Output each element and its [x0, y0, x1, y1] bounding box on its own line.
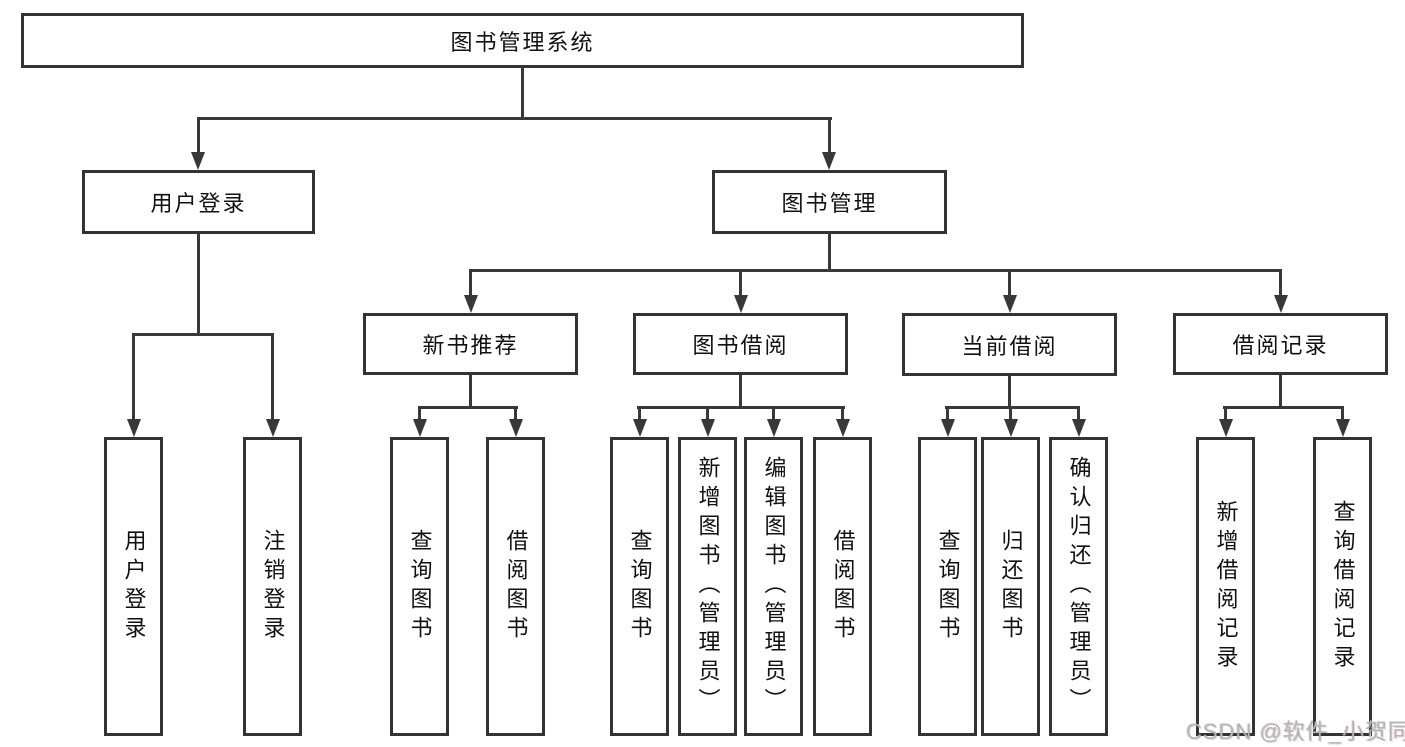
arrow-down [191, 152, 205, 170]
leaf-user-login: 用户登录 [104, 437, 163, 736]
connector-hline [945, 406, 1080, 409]
arrow-down [1004, 419, 1018, 437]
connector-hline [637, 406, 845, 409]
connector-vline [706, 406, 709, 422]
leaf-label: 新增图书（管理员） [695, 456, 721, 717]
connector-vline [514, 406, 517, 422]
node-label: 当前借阅 [961, 333, 1058, 359]
connector-vline [418, 406, 421, 422]
leaf-label: 确认归还（管理员） [1066, 456, 1092, 717]
connector-vline [946, 406, 949, 422]
connector-vline [197, 233, 200, 335]
connector-vline [828, 233, 831, 272]
connector-vline [469, 374, 472, 408]
leaf-add-borrow-record: 新增借阅记录 [1196, 437, 1255, 736]
leaf-label: 编辑图书（管理员） [761, 456, 787, 717]
connector-hline [132, 333, 274, 336]
node-book-borrowing: 图书借阅 [633, 313, 848, 375]
leaf-label: 查询图书 [935, 528, 961, 645]
arrow-down [266, 419, 280, 437]
node-book-management-branch: 图书管理 [712, 170, 947, 234]
node-label: 借阅记录 [1232, 333, 1329, 358]
arrow-down [941, 419, 955, 437]
arrow-down [836, 419, 850, 437]
connector-vline [638, 406, 641, 422]
connector-hline [418, 406, 518, 409]
connector-hline [469, 269, 1282, 272]
node-label: 图书借阅 [692, 333, 789, 358]
leaf-label: 注销登录 [260, 528, 286, 645]
arrow-down [464, 295, 478, 313]
connector-vline [1009, 406, 1012, 422]
connector-hline [1223, 406, 1344, 409]
connector-hline [197, 117, 832, 120]
leaf-label: 归还图书 [998, 528, 1024, 645]
leaf-query-borrow-record: 查询借阅记录 [1313, 437, 1372, 736]
node-label: 新书推荐 [422, 333, 519, 358]
connector-vline [1008, 375, 1011, 408]
node-new-book-recommend: 新书推荐 [363, 313, 578, 375]
connector-vline [132, 333, 135, 422]
leaf-logout: 注销登录 [243, 437, 302, 736]
leaf-label: 查询借阅记录 [1330, 499, 1356, 674]
arrow-down [822, 152, 836, 170]
node-label: 用户登录 [150, 191, 247, 216]
connector-vline [1341, 406, 1344, 422]
leaf-recommend-borrow-books: 借阅图书 [486, 437, 545, 736]
arrow-down [1336, 419, 1350, 437]
leaf-edit-books-admin: 编辑图书（管理员） [744, 437, 803, 736]
arrow-down [1219, 419, 1233, 437]
arrow-down [1072, 419, 1086, 437]
leaf-current-query-books: 查询图书 [918, 437, 977, 736]
leaf-label: 用户登录 [121, 528, 147, 645]
connector-vline [828, 117, 831, 155]
node-borrow-records: 借阅记录 [1173, 313, 1388, 375]
leaf-label: 查询图书 [627, 528, 653, 645]
leaf-return-books: 归还图书 [981, 437, 1040, 736]
connector-vline [1224, 406, 1227, 422]
leaf-label: 借阅图书 [830, 528, 856, 645]
node-label: 图书管理 [781, 191, 878, 216]
arrow-down [509, 419, 523, 437]
csdn-watermark: CSDN @软件_小贺同学 [1186, 719, 1405, 744]
connector-vline [469, 269, 472, 298]
leaf-recommend-query-books: 查询图书 [390, 437, 449, 736]
node-label: 图书管理系统 [450, 29, 595, 55]
connector-vline [1077, 406, 1080, 422]
arrow-down [701, 419, 715, 437]
connector-vline [1279, 374, 1282, 408]
arrow-down [767, 419, 781, 437]
connector-vline [739, 374, 742, 408]
arrow-down [413, 419, 427, 437]
connector-vline [197, 117, 200, 155]
leaf-label: 新增借阅记录 [1213, 499, 1239, 674]
node-library-management-system: 图书管理系统 [21, 13, 1024, 68]
arrow-down [1274, 295, 1288, 313]
leaf-label: 借阅图书 [503, 528, 529, 645]
connector-vline [772, 406, 775, 422]
connector-vline [271, 333, 274, 422]
leaf-label: 查询图书 [407, 528, 433, 645]
arrow-down [633, 419, 647, 437]
connector-vline [841, 406, 844, 422]
connector-vline [1279, 269, 1282, 298]
arrow-down [734, 295, 748, 313]
node-user-login-branch: 用户登录 [82, 170, 315, 234]
leaf-borrowing-query-books: 查询图书 [610, 437, 669, 736]
connector-vline [521, 68, 524, 119]
leaf-confirm-return-admin: 确认归还（管理员） [1049, 437, 1108, 736]
leaf-borrowing-borrow-books: 借阅图书 [813, 437, 872, 736]
leaf-add-books-admin: 新增图书（管理员） [678, 437, 737, 736]
connector-vline [1008, 269, 1011, 298]
connector-vline [739, 269, 742, 298]
arrow-down [1003, 295, 1017, 313]
node-current-borrowing: 当前借阅 [902, 313, 1117, 376]
arrow-down [127, 419, 141, 437]
